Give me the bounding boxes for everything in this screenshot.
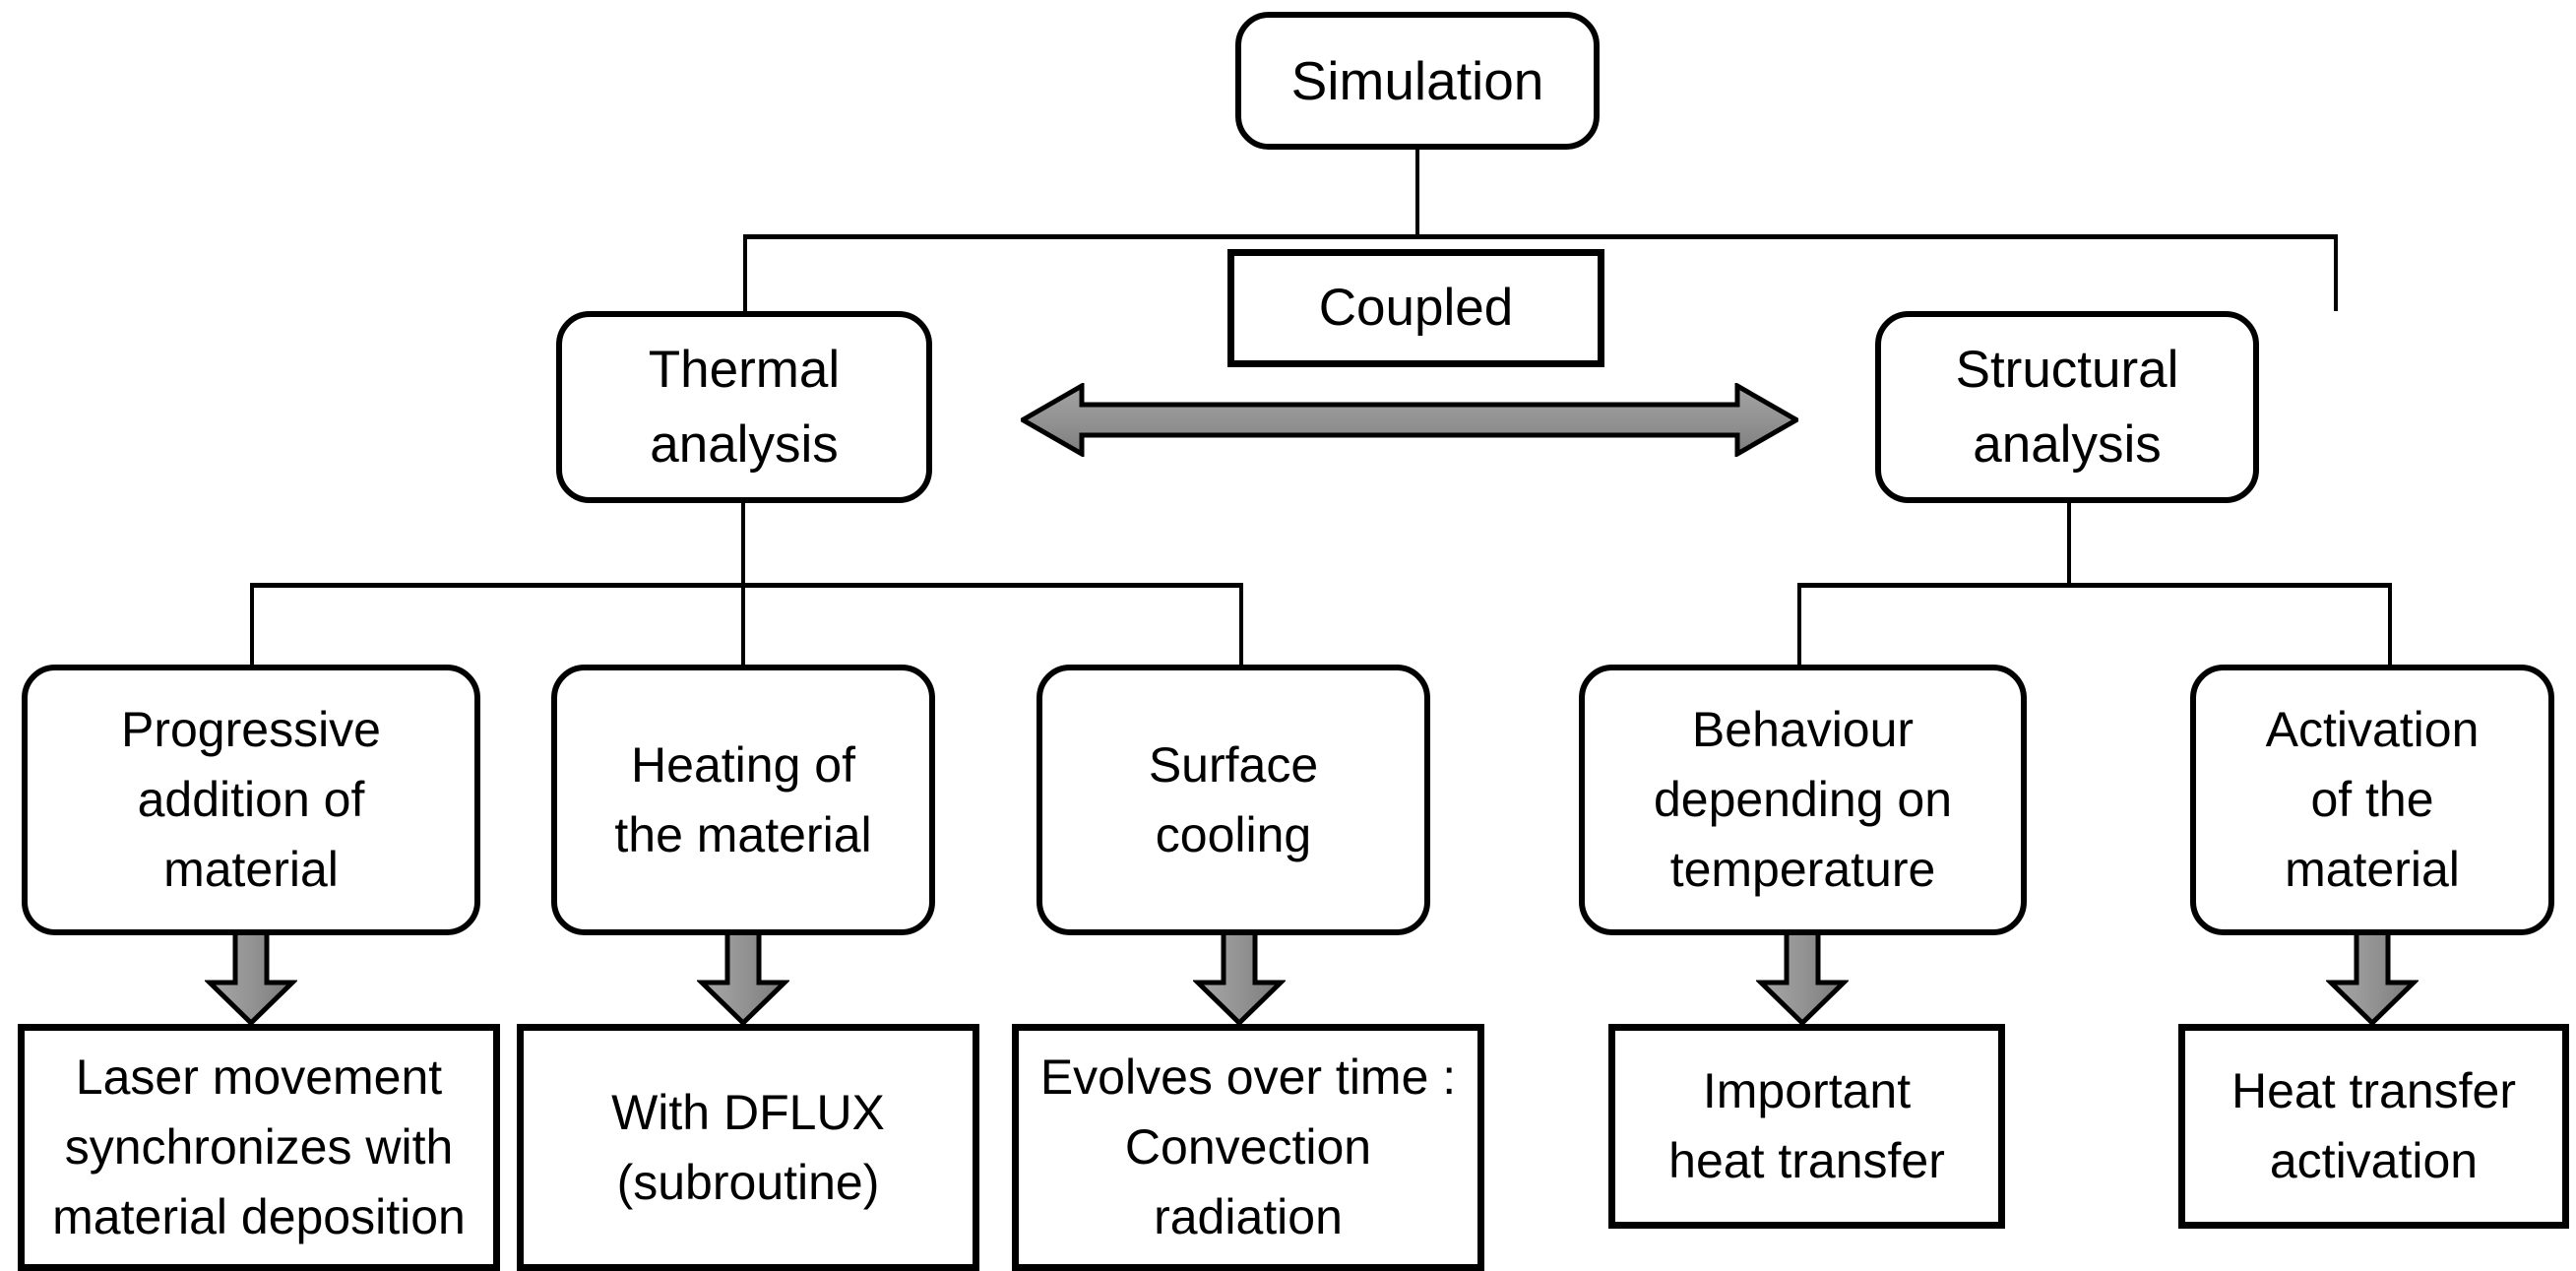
connector-subbus-to-activation — [2388, 583, 2392, 671]
connector-structural-subbus — [1797, 583, 2392, 588]
connector-top-bus — [744, 234, 2337, 239]
node-coupled-label: Coupled — [1318, 279, 1514, 338]
detail-dflux[interactable]: With DFLUX (subroutine) — [517, 1024, 979, 1271]
node-progressive-addition[interactable]: Progressive addition of material — [22, 665, 480, 935]
detail-laser-movement[interactable]: Laser movement synchronizes with materia… — [18, 1024, 500, 1271]
detail-laser-movement-label: Laser movement synchronizes with materia… — [52, 1049, 466, 1244]
connector-subbus-to-behaviour — [1797, 583, 1801, 671]
down-arrow-behaviour — [1756, 931, 1849, 1025]
detail-important-heat-transfer[interactable]: Important heat transfer — [1608, 1024, 2005, 1229]
node-thermal-analysis-label: Thermal analysis — [648, 341, 841, 474]
connector-thermal-subbus — [250, 583, 1242, 588]
node-activation-material-label: Activation of the material — [2265, 702, 2480, 897]
connector-thermal-to-subbus — [741, 500, 745, 586]
detail-evolves-over-time-label: Evolves over time : Convection radiation — [1039, 1049, 1457, 1244]
detail-dflux-label: With DFLUX (subroutine) — [611, 1084, 885, 1210]
node-behaviour-temperature-label: Behaviour depending on temperature — [1653, 702, 1953, 897]
detail-evolves-over-time[interactable]: Evolves over time : Convection radiation — [1012, 1024, 1484, 1271]
node-simulation[interactable]: Simulation — [1235, 12, 1600, 150]
connector-subbus-to-surface — [1239, 583, 1243, 671]
coupling-double-arrow — [1021, 383, 1798, 457]
connector-subbus-to-progressive — [250, 583, 254, 671]
node-heating-material[interactable]: Heating of the material — [551, 665, 935, 935]
node-behaviour-temperature[interactable]: Behaviour depending on temperature — [1579, 665, 2027, 935]
node-coupled[interactable]: Coupled — [1227, 249, 1604, 367]
detail-heat-transfer-activation[interactable]: Heat transfer activation — [2178, 1024, 2569, 1229]
node-surface-cooling-label: Surface cooling — [1148, 736, 1319, 862]
connector-bus-to-structural — [2334, 234, 2338, 311]
down-arrow-heating — [697, 931, 789, 1025]
connector-structural-to-subbus — [2067, 500, 2071, 586]
node-thermal-analysis[interactable]: Thermal analysis — [556, 311, 932, 503]
down-arrow-progressive — [205, 931, 297, 1025]
connector-bus-to-thermal — [743, 234, 747, 311]
node-simulation-label: Simulation — [1290, 49, 1544, 111]
down-arrow-activation — [2326, 931, 2419, 1025]
down-arrow-surface-cooling — [1193, 931, 1286, 1025]
node-surface-cooling[interactable]: Surface cooling — [1037, 665, 1430, 935]
node-activation-material[interactable]: Activation of the material — [2190, 665, 2554, 935]
node-heating-material-label: Heating of the material — [614, 736, 872, 862]
connector-simulation-to-bus — [1415, 148, 1419, 238]
node-structural-analysis-label: Structural analysis — [1955, 341, 2179, 474]
node-structural-analysis[interactable]: Structural analysis — [1875, 311, 2259, 503]
detail-important-heat-transfer-label: Important heat transfer — [1668, 1063, 1945, 1188]
node-progressive-addition-label: Progressive addition of material — [121, 702, 381, 897]
detail-heat-transfer-activation-label: Heat transfer activation — [2230, 1063, 2516, 1188]
connector-subbus-to-heating — [741, 583, 745, 671]
